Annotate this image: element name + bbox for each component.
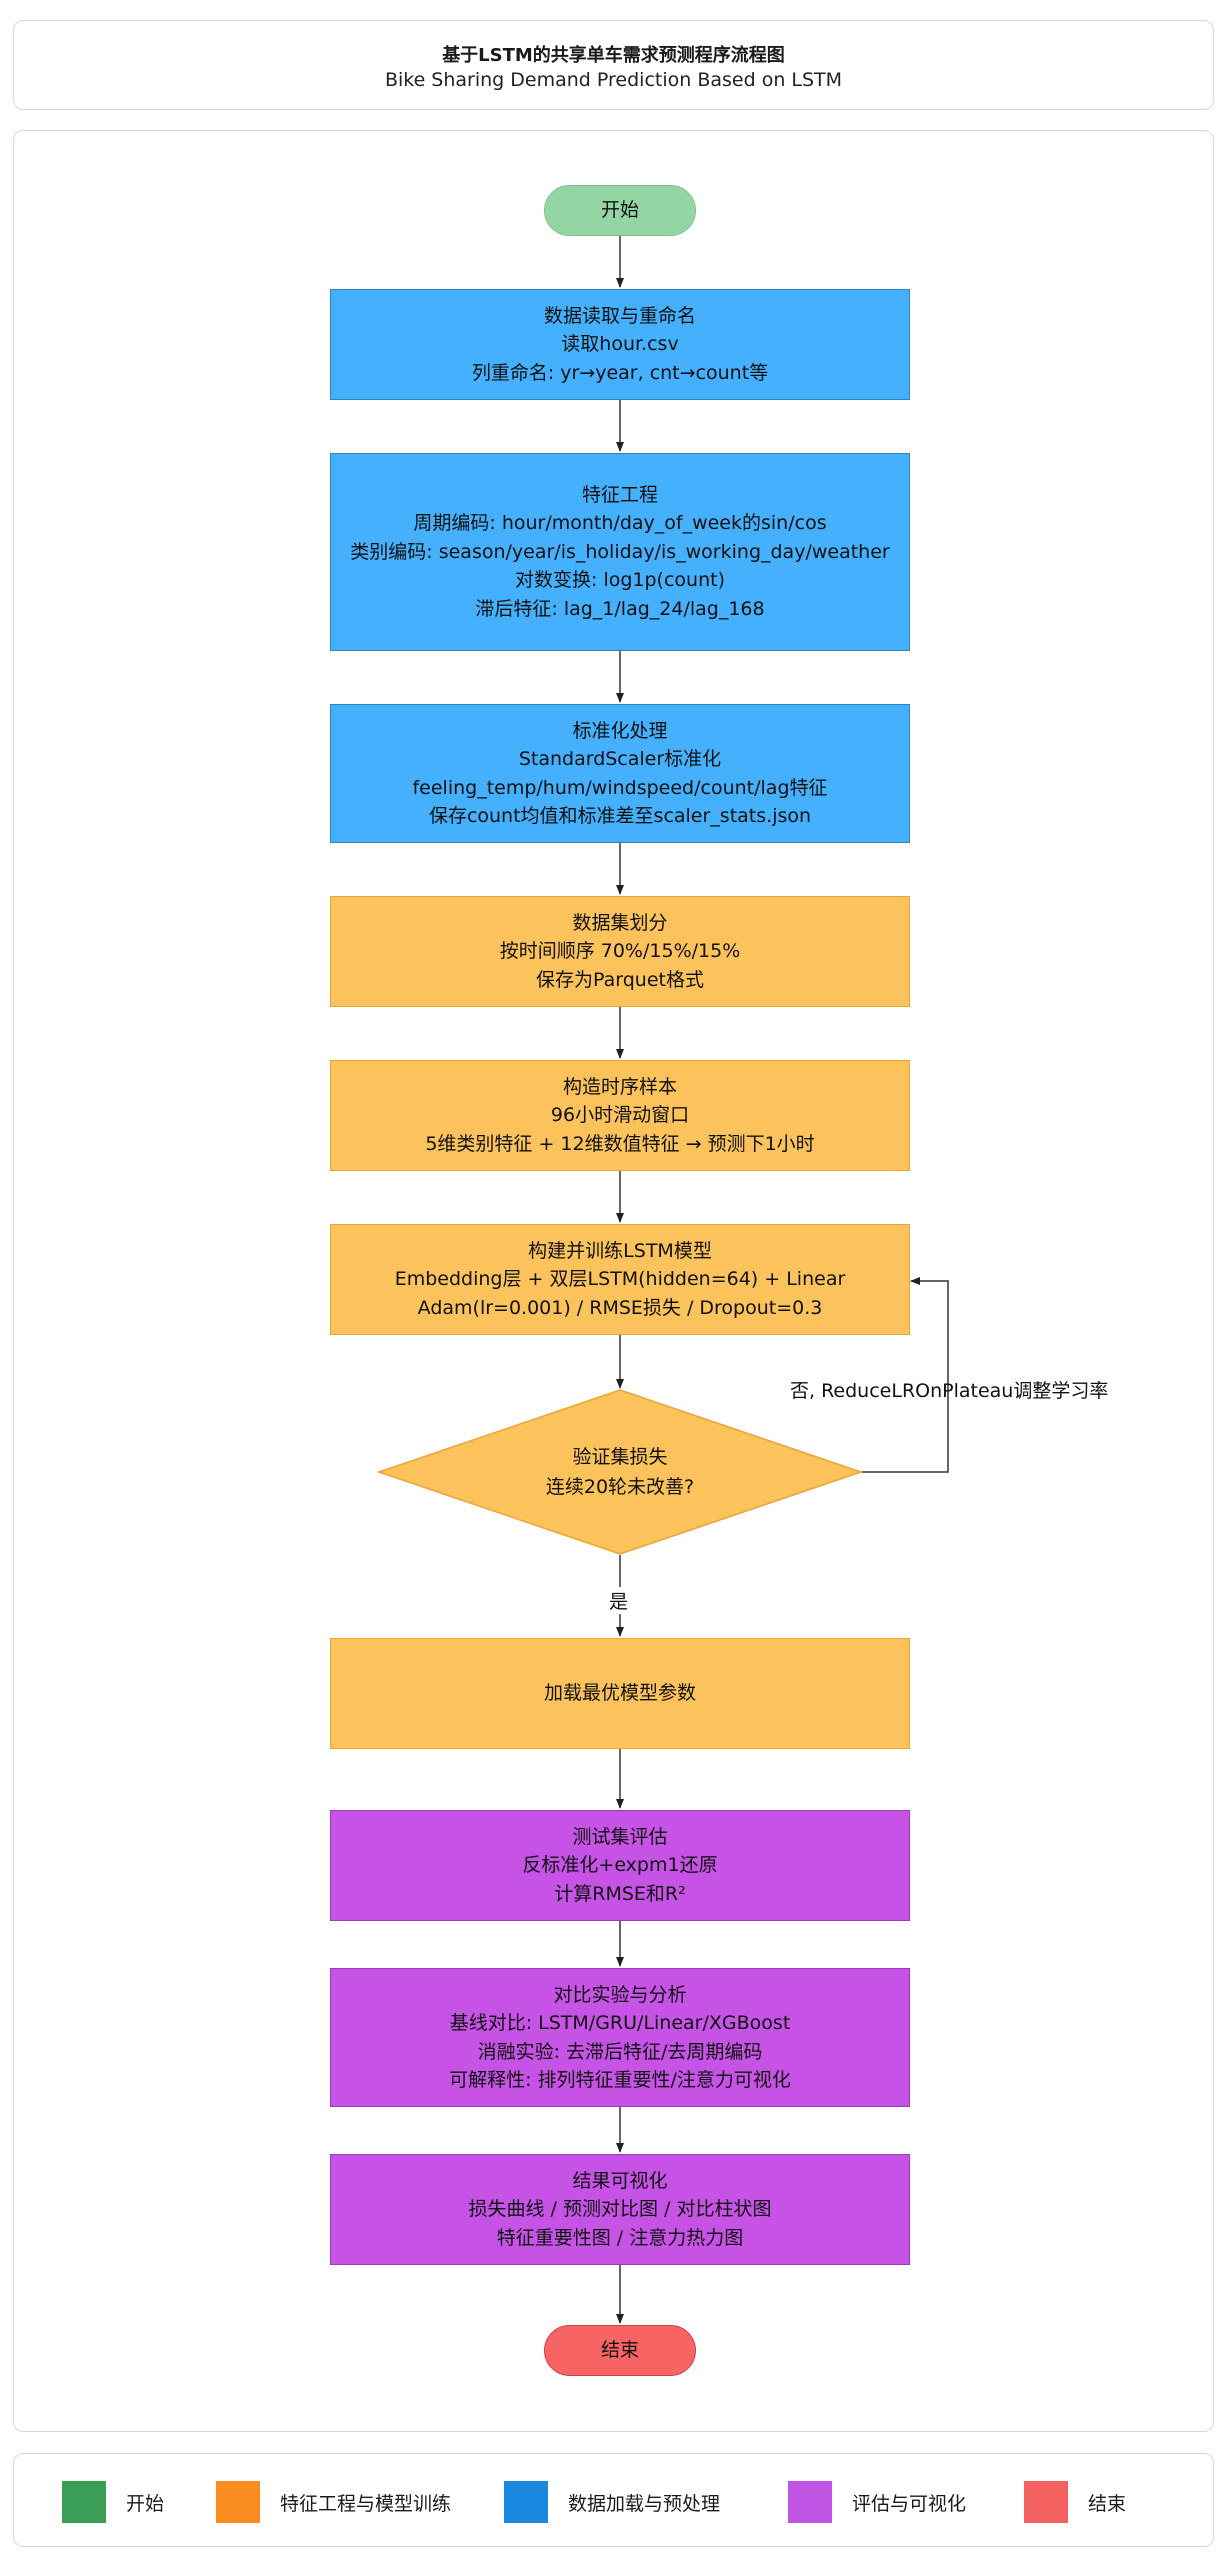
- node-data-load-line-1: 数据读取与重命名: [543, 304, 696, 327]
- node-data-load-line-2: 读取hour.csv: [561, 333, 679, 356]
- legend-item-data-loading: 数据加载与预处理: [504, 2481, 720, 2523]
- node-visual-line-3: 特征重要性图 / 注意力热力图: [496, 2226, 744, 2249]
- decision-line-1: 验证集损失: [572, 1446, 668, 1468]
- node-samples-line-3: 5维类别特征 + 12维数值特征 → 预测下1小时: [425, 1132, 815, 1155]
- node-features-line-4: 对数变换: log1p(count): [515, 569, 725, 592]
- legend-label-feature-training: 特征工程与模型训练: [280, 2492, 452, 2515]
- decision-line-2: 连续20轮未改善?: [545, 1476, 695, 1498]
- decision-diamond: [376, 1389, 864, 1555]
- decision-label: 验证集损失 连续20轮未改善?: [378, 1390, 862, 1554]
- start-label: 开始: [600, 199, 639, 222]
- node-train-line-3: Adam(lr=0.001) / RMSE损失 / Dropout=0.3: [417, 1296, 823, 1319]
- node-scale-line-4: 保存count均值和标准差至scaler_stats.json: [428, 805, 812, 827]
- node-test-evaluation: 测试集评估 反标准化+expm1还原 计算RMSE和R²: [330, 1810, 910, 1921]
- legend-label-data-loading: 数据加载与预处理: [568, 2492, 721, 2515]
- node-compare-line-3: 消融实验: 去滞后特征/去周期编码: [477, 2040, 763, 2063]
- edge-label-yes: 是: [609, 1587, 629, 1614]
- node-visual-line-1: 结果可视化: [572, 2169, 668, 2192]
- node-compare-line-2: 基线对比: LSTM/GRU/Linear/XGBoost: [449, 2012, 791, 2034]
- node-compare-line-1: 对比实验与分析: [553, 1983, 687, 2006]
- node-dataset-split: 数据集划分 按时间顺序 70%/15%/15% 保存为Parquet格式: [330, 896, 910, 1007]
- end-node: 结束: [544, 2325, 696, 2376]
- legend-swatch-evaluation: [788, 2481, 832, 2523]
- node-compare-line-4: 可解释性: 排列特征重要性/注意力可视化: [449, 2069, 791, 2091]
- node-result-visualization: 结果可视化 损失曲线 / 预测对比图 / 对比柱状图 特征重要性图 / 注意力热…: [330, 2154, 910, 2265]
- legend-item-feature-training: 特征工程与模型训练: [216, 2481, 451, 2523]
- legend-item-end: 结束: [1024, 2481, 1126, 2523]
- node-data-load: 数据读取与重命名 读取hour.csv 列重命名: yr→year, cnt→c…: [330, 289, 910, 400]
- node-features-line-5: 滞后特征: lag_1/lag_24/lag_168: [475, 597, 765, 620]
- diagram-subtitle: Bike Sharing Demand Prediction Based on …: [384, 69, 843, 91]
- legend-swatch-data-loading: [504, 2481, 548, 2523]
- legend-swatch-feature-training: [216, 2481, 260, 2523]
- node-visual-line-2: 损失曲线 / 预测对比图 / 对比柱状图: [468, 2198, 772, 2221]
- node-scale-line-2: StandardScaler标准化: [518, 748, 722, 770]
- title-panel: 基于LSTM的共享单车需求预测程序流程图 Bike Sharing Demand…: [13, 20, 1214, 110]
- arrow-loop-back: [861, 1277, 949, 1473]
- legend-label-end: 结束: [1088, 2492, 1127, 2515]
- node-train-lstm: 构建并训练LSTM模型 Embedding层 + 双层LSTM(hidden=6…: [330, 1224, 910, 1335]
- node-data-load-line-3: 列重命名: yr→year, cnt→count等: [471, 361, 769, 384]
- node-test-line-1: 测试集评估: [572, 1825, 668, 1848]
- node-features-line-2: 周期编码: hour/month/day_of_week的sin/cos: [413, 512, 827, 535]
- legend-swatch-end: [1024, 2481, 1068, 2523]
- edge-label-no: 否, ReduceLROnPlateau调整学习率: [790, 1380, 1109, 1402]
- node-train-line-2: Embedding层 + 双层LSTM(hidden=64) + Linear: [394, 1268, 846, 1291]
- end-label: 结束: [600, 2339, 639, 2362]
- node-split-line-1: 数据集划分: [572, 911, 668, 934]
- node-samples-line-1: 构造时序样本: [562, 1075, 677, 1098]
- legend-item-start: 开始: [62, 2481, 164, 2523]
- legend-swatch-start: [62, 2481, 106, 2523]
- diagram-title: 基于LSTM的共享单车需求预测程序流程图: [442, 45, 785, 66]
- node-features-line-3: 类别编码: season/year/is_holiday/is_working_…: [350, 540, 890, 563]
- node-load-best-label: 加载最优模型参数: [543, 1682, 696, 1705]
- node-standardization: 标准化处理 StandardScaler标准化 feeling_temp/hum…: [330, 704, 910, 843]
- node-split-line-3: 保存为Parquet格式: [536, 968, 704, 991]
- legend-label-evaluation: 评估与可视化: [852, 2492, 967, 2515]
- node-feature-engineering: 特征工程 周期编码: hour/month/day_of_week的sin/co…: [330, 453, 910, 651]
- start-node: 开始: [544, 185, 696, 236]
- legend-panel: [13, 2453, 1214, 2547]
- node-features-line-1: 特征工程: [581, 483, 658, 506]
- node-scale-line-3: feeling_temp/hum/windspeed/count/lag特征: [412, 776, 828, 799]
- node-test-line-2: 反标准化+expm1还原: [522, 1854, 718, 1877]
- node-test-line-3: 计算RMSE和R²: [554, 1882, 686, 1905]
- node-load-best-model: 加载最优模型参数: [330, 1638, 910, 1749]
- node-split-line-2: 按时间顺序 70%/15%/15%: [499, 940, 741, 963]
- legend-label-start: 开始: [126, 2492, 165, 2515]
- node-comparison-analysis: 对比实验与分析 基线对比: LSTM/GRU/Linear/XGBoost 消融…: [330, 1968, 910, 2107]
- node-build-samples: 构造时序样本 96小时滑动窗口 5维类别特征 + 12维数值特征 → 预测下1小…: [330, 1060, 910, 1171]
- node-train-line-1: 构建并训练LSTM模型: [528, 1239, 712, 1262]
- node-scale-line-1: 标准化处理: [572, 719, 668, 742]
- legend-item-evaluation: 评估与可视化: [788, 2481, 966, 2523]
- node-samples-line-2: 96小时滑动窗口: [550, 1104, 690, 1127]
